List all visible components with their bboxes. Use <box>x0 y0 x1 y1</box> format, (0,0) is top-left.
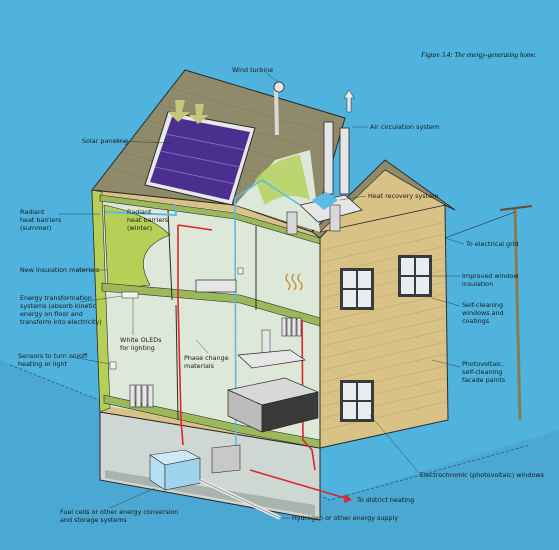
window-upper-right <box>398 255 432 297</box>
sunlight-arrows <box>168 100 209 124</box>
district-heating-pipe <box>249 469 346 499</box>
label-improved-window: Improved window insulation <box>462 272 519 288</box>
storage-unit <box>211 444 241 474</box>
heat-recovery-unit <box>286 192 363 235</box>
district-heating-arrow <box>344 494 352 503</box>
label-sensors: Sensors to turn on/off heating or light <box>18 352 88 368</box>
wall-sensor-upper <box>237 267 244 275</box>
heat-line-branch <box>177 224 213 231</box>
chimney-left <box>323 121 334 195</box>
air-out-arrow <box>343 89 355 113</box>
window-upper-left <box>340 268 374 310</box>
heat-line-main <box>177 225 184 446</box>
partition-upper <box>167 209 173 301</box>
label-fuel-cells: Fuel cells or other energy conversion an… <box>60 508 179 524</box>
power-line <box>444 211 516 239</box>
heat-waves <box>285 273 303 291</box>
hydrogen-pipe-outline <box>199 479 281 519</box>
figure-caption: Figure 3.4: The energy-generating home. <box>421 51 537 59</box>
label-white-oleds: White OLEDs for lighting <box>120 336 162 352</box>
label-self-cleaning-windows: Self-cleaning windows and coatings <box>462 301 504 325</box>
sink <box>195 279 237 293</box>
wind-turbine-mast <box>274 89 279 136</box>
kitchen-stove <box>226 377 320 433</box>
fuel-cell-unit <box>149 449 201 491</box>
label-radiant-summer: Radiant heat barriers (summer) <box>20 208 62 232</box>
radiator-upper <box>281 317 302 337</box>
chimney-right <box>339 127 350 195</box>
ground-outline <box>9 364 531 501</box>
partition-lower <box>175 304 179 421</box>
front-wall <box>319 204 449 449</box>
insulation-left <box>91 189 111 413</box>
radiator-lower <box>129 384 154 408</box>
range-hood <box>237 329 306 369</box>
air-duct-left <box>104 204 178 217</box>
gable-face <box>319 169 446 233</box>
leader-lines <box>58 71 465 519</box>
interior-cutaway <box>100 195 320 440</box>
wall-sensor-lower <box>109 361 117 370</box>
attic-insulation <box>255 155 310 205</box>
label-photovoltaic-paints: Photovoltaic, self-cleaning facade paint… <box>462 360 506 384</box>
label-new-insulation: New insulation materials <box>20 266 100 274</box>
label-radiant-winter: Radiant heat barriers (winter) <box>127 208 169 232</box>
utility-pole <box>513 207 522 421</box>
ground-plane <box>0 360 559 550</box>
label-air-circulation: Air circulation system <box>370 123 440 131</box>
solar-panel <box>144 111 256 206</box>
heat-line-right <box>301 319 316 471</box>
label-energy-transformation: Energy transformation systems (absorb ki… <box>20 294 102 326</box>
window-lower <box>340 380 374 422</box>
label-solar-paneling: Solar paneling <box>82 137 128 145</box>
utility-crossbar <box>499 205 533 211</box>
label-wind-turbine: Wind turbine <box>232 66 274 74</box>
label-to-grid: To electrical grid <box>466 240 519 248</box>
air-duct-right <box>234 179 301 471</box>
label-district-heating: To district heating <box>357 496 415 504</box>
label-heat-recovery: Heat recovery system <box>368 192 439 200</box>
oled-light <box>121 291 139 299</box>
label-hydrogen: Hydrogen or other energy supply <box>292 514 399 522</box>
label-phase-change: Phase change materials <box>184 354 229 370</box>
wind-turbine-rotor <box>273 81 285 93</box>
label-electrochromic: Electrochromic (photovoltaic) windows <box>420 471 544 479</box>
